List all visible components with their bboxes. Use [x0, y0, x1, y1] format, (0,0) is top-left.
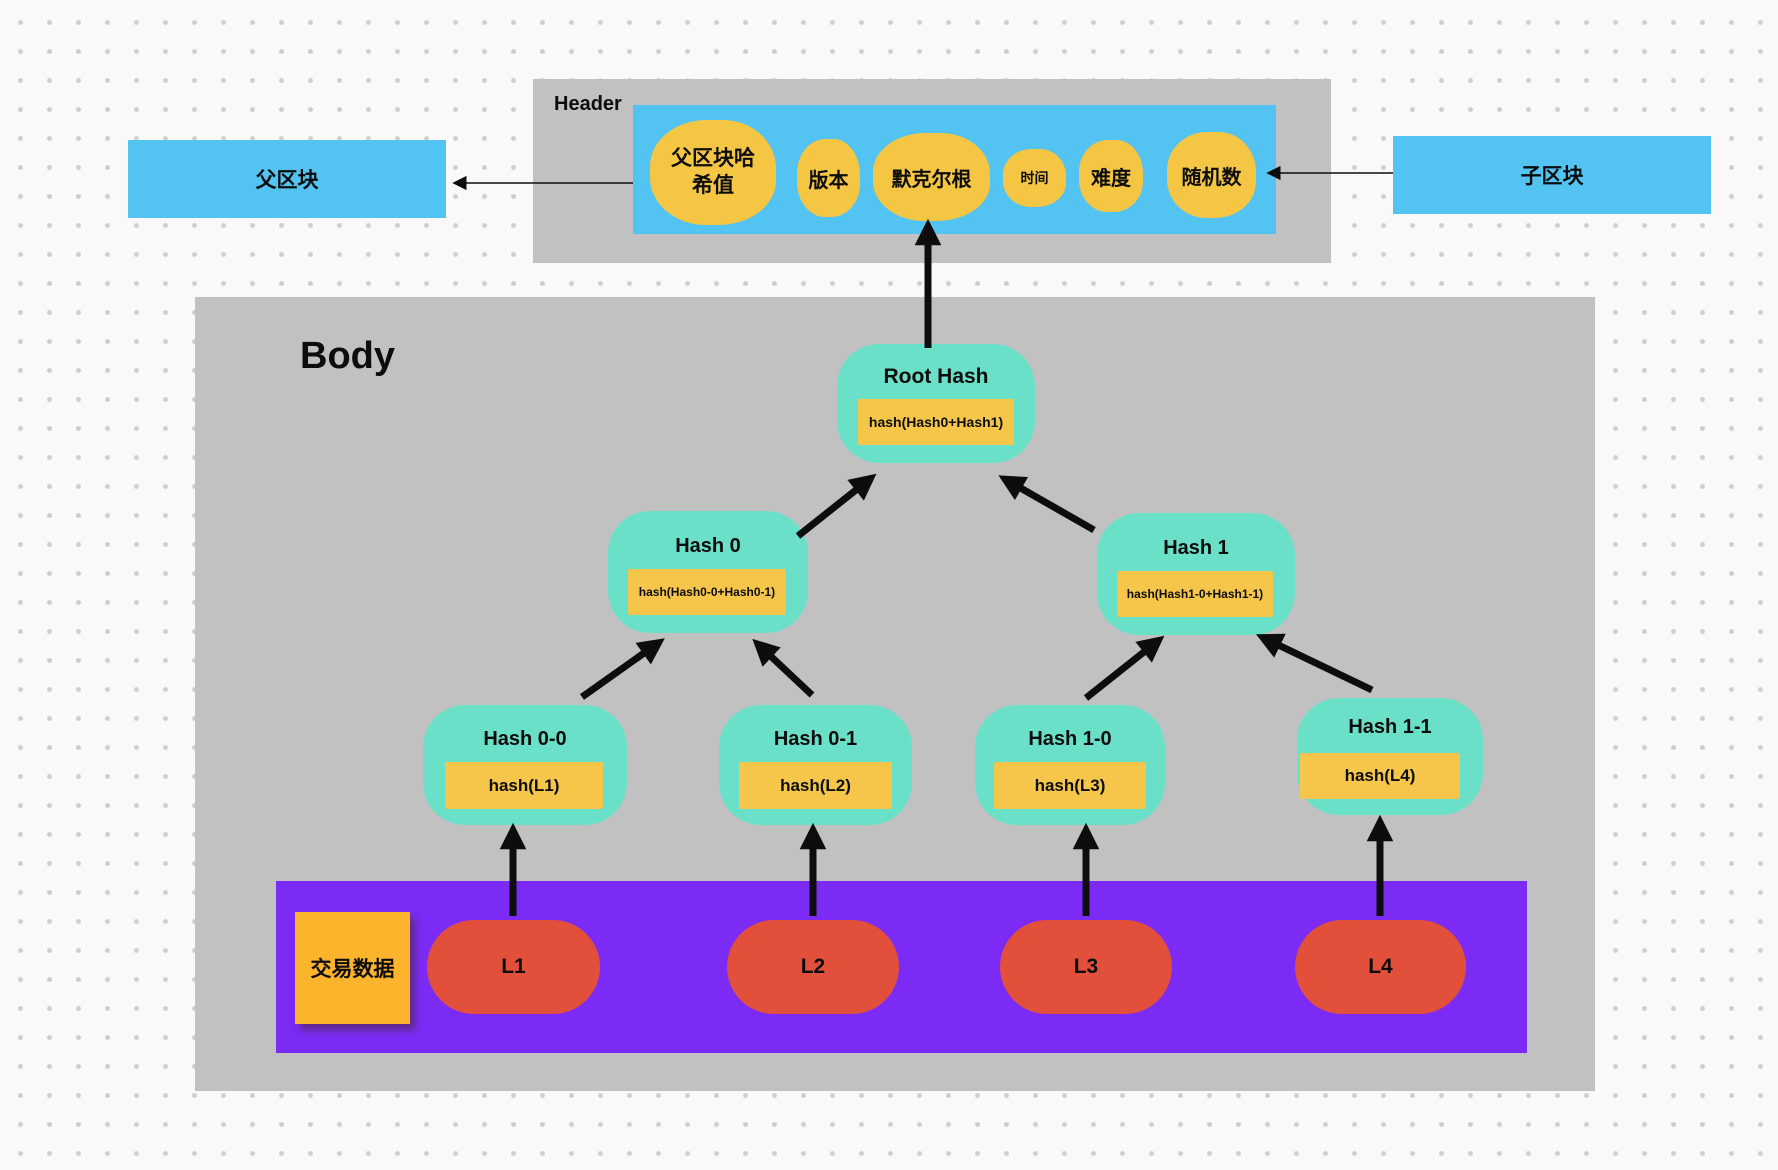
leaf-data-L1-label: L1	[501, 955, 526, 978]
leaf-data-L3-label: L3	[1073, 955, 1099, 978]
body-panel-title: Body	[300, 335, 395, 377]
merkle-node-hash0-1-title: Hash 0-1	[773, 728, 858, 750]
merkle-node-hash1-1-value: hash(L4)	[1300, 753, 1460, 799]
transaction-data-label: 交易数据	[310, 958, 395, 981]
parent-block-label: 父区块	[255, 169, 319, 192]
parent-block: 父区块	[128, 140, 446, 218]
merkle-node-hash1-title: Hash 1	[1163, 537, 1229, 559]
merkle-node-root: Root Hash hash(Hash0+Hash1)	[837, 344, 1035, 463]
leaf-data-L4-label: L4	[1368, 955, 1393, 978]
merkle-node-hash1-1: Hash 1-1 hash(L4)	[1297, 698, 1483, 815]
merkle-node-hash1-1-title: Hash 1-1	[1348, 716, 1432, 738]
header-field-parent-hash-label: 父区块哈 希值	[671, 146, 755, 197]
merkle-node-hash0-1: Hash 0-1 hash(L2)	[719, 705, 912, 825]
merkle-node-hash0-0-title: Hash 0-0	[483, 728, 567, 750]
header-field-merkle-root: 默克尔根	[873, 133, 990, 221]
merkle-node-hash1-0: Hash 1-0 hash(L3)	[975, 705, 1165, 825]
merkle-node-hash0-0-value: hash(L1)	[445, 762, 603, 809]
header-field-nonce: 随机数	[1167, 132, 1256, 218]
header-field-time-label: 时间	[1020, 170, 1049, 186]
leaf-data-L2: L2	[727, 920, 899, 1014]
header-field-version: 版本	[797, 139, 860, 217]
leaf-data-L2-label: L2	[800, 955, 826, 978]
merkle-node-hash0-title: Hash 0	[675, 535, 741, 557]
merkle-node-hash0: Hash 0 hash(Hash0-0+Hash0-1)	[608, 511, 808, 633]
header-field-time: 时间	[1003, 149, 1066, 207]
merkle-node-hash1-0-value: hash(L3)	[994, 762, 1146, 809]
merkle-node-root-value: hash(Hash0+Hash1)	[858, 399, 1014, 445]
merkle-node-hash0-0: Hash 0-0 hash(L1)	[423, 705, 627, 825]
child-block-label: 子区块	[1520, 165, 1584, 188]
header-field-parent-hash: 父区块哈 希值	[650, 120, 776, 225]
leaf-data-L1: L1	[427, 920, 600, 1014]
merkle-node-hash0-1-value: hash(L2)	[739, 762, 892, 809]
header-field-merkle-root-label: 默克尔根	[891, 168, 972, 191]
leaf-data-L4: L4	[1295, 920, 1466, 1014]
merkle-node-hash1: Hash 1 hash(Hash1-0+Hash1-1)	[1097, 513, 1295, 635]
merkle-node-hash1-value: hash(Hash1-0+Hash1-1)	[1117, 571, 1273, 617]
merkle-node-hash1-0-title: Hash 1-0	[1028, 728, 1112, 750]
header-panel-title: Header	[554, 93, 622, 115]
header-field-version-label: 版本	[808, 169, 849, 192]
child-block: 子区块	[1393, 136, 1711, 214]
header-field-difficulty: 难度	[1079, 140, 1143, 212]
header-field-nonce-label: 随机数	[1181, 166, 1242, 189]
merkle-node-root-title: Root Hash	[883, 365, 989, 388]
header-field-difficulty-label: 难度	[1091, 167, 1131, 190]
leaf-data-L3: L3	[1000, 920, 1172, 1014]
transaction-data-box: 交易数据	[295, 912, 410, 1024]
merkle-node-hash0-value: hash(Hash0-0+Hash0-1)	[628, 569, 786, 615]
